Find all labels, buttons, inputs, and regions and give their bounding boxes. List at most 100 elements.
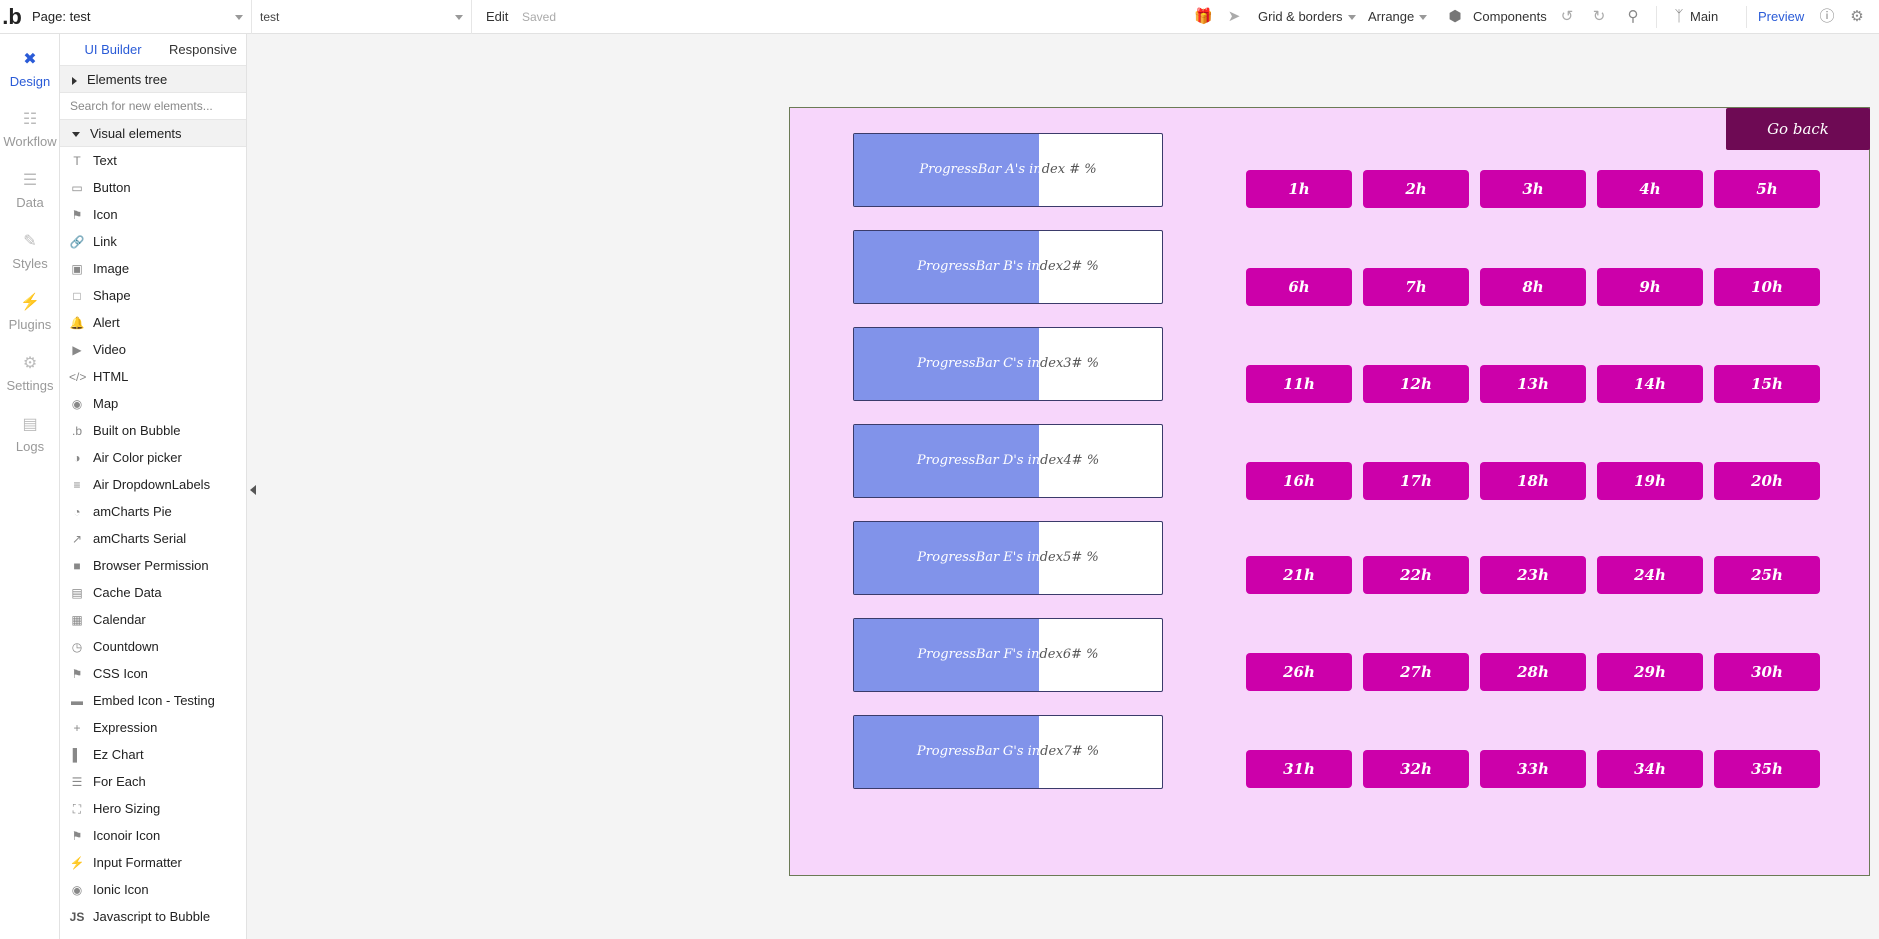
element-item-air-color-picker[interactable]: ◑Air Color picker — [60, 444, 246, 471]
hour-button-8h[interactable]: 8h — [1480, 268, 1586, 306]
search-icon[interactable]: ⚲ — [1627, 8, 1639, 25]
tab-responsive[interactable]: Responsive — [169, 42, 237, 57]
branch-selector[interactable]: Main — [1690, 9, 1719, 24]
page-selector[interactable]: Page: test — [24, 0, 252, 34]
element-item-ionic-icon[interactable]: ◉Ionic Icon — [60, 876, 246, 903]
progress-bar[interactable]: ProgressBar D's index4# % — [853, 424, 1163, 498]
element-item-image[interactable]: ▣Image — [60, 255, 246, 282]
redo-icon[interactable]: ↻ — [1592, 8, 1606, 25]
grid-borders-menu[interactable]: Grid & borders — [1258, 0, 1356, 34]
hour-button-31h[interactable]: 31h — [1246, 750, 1352, 788]
hour-button-27h[interactable]: 27h — [1363, 653, 1469, 691]
tab-ui-builder[interactable]: UI Builder — [84, 42, 142, 57]
hour-button-2h[interactable]: 2h — [1363, 170, 1469, 208]
rail-item-design[interactable]: ✖ Design — [0, 42, 60, 98]
hour-button-30h[interactable]: 30h — [1714, 653, 1820, 691]
element-item-ez-chart[interactable]: ▌Ez Chart — [60, 741, 246, 768]
element-item-for-each[interactable]: ☰For Each — [60, 768, 246, 795]
element-item-map[interactable]: ◉Map — [60, 390, 246, 417]
undo-icon[interactable]: ↺ — [1560, 8, 1574, 25]
hour-button-3h[interactable]: 3h — [1480, 170, 1586, 208]
element-item-html[interactable]: </>HTML — [60, 363, 246, 390]
help-icon[interactable]: ⓘ — [1819, 8, 1835, 25]
hour-button-21h[interactable]: 21h — [1246, 556, 1352, 594]
hour-button-5h[interactable]: 5h — [1714, 170, 1820, 208]
hour-button-13h[interactable]: 13h — [1480, 365, 1586, 403]
arrange-menu[interactable]: Arrange — [1368, 0, 1428, 34]
collapse-panel-icon[interactable] — [250, 485, 256, 495]
element-item-input-formatter[interactable]: ⚡Input Formatter — [60, 849, 246, 876]
element-item-browser-permission[interactable]: ■Browser Permission — [60, 552, 246, 579]
go-back-button[interactable]: Go back — [1726, 108, 1870, 150]
hour-button-15h[interactable]: 15h — [1714, 365, 1820, 403]
progress-bar[interactable]: ProgressBar F's index6# % — [853, 618, 1163, 692]
hour-button-35h[interactable]: 35h — [1714, 750, 1820, 788]
hour-button-19h[interactable]: 19h — [1597, 462, 1703, 500]
progress-bar[interactable]: ProgressBar E's index5# % — [853, 521, 1163, 595]
element-item-cache-data[interactable]: ▤Cache Data — [60, 579, 246, 606]
rail-item-settings[interactable]: ⚙ Settings — [0, 346, 60, 402]
rail-item-logs[interactable]: ▤ Logs — [0, 407, 60, 463]
element-item-icon[interactable]: ⚑Icon — [60, 201, 246, 228]
hour-button-18h[interactable]: 18h — [1480, 462, 1586, 500]
elements-tree-toggle[interactable]: Elements tree — [60, 66, 246, 93]
element-item-amcharts-pie[interactable]: ◔amCharts Pie — [60, 498, 246, 525]
hour-button-29h[interactable]: 29h — [1597, 653, 1703, 691]
hour-button-7h[interactable]: 7h — [1363, 268, 1469, 306]
element-search-input[interactable] — [60, 93, 246, 119]
progress-bar[interactable]: ProgressBar C's index3# % — [853, 327, 1163, 401]
element-item-link[interactable]: 🔗Link — [60, 228, 246, 255]
element-item-air-dropdownlabels[interactable]: ≡Air DropdownLabels — [60, 471, 246, 498]
hour-button-26h[interactable]: 26h — [1246, 653, 1352, 691]
hour-button-24h[interactable]: 24h — [1597, 556, 1703, 594]
element-item-alert[interactable]: 🔔Alert — [60, 309, 246, 336]
element-item-calendar[interactable]: ▦Calendar — [60, 606, 246, 633]
element-item-button[interactable]: ▭Button — [60, 174, 246, 201]
rail-item-plugins[interactable]: ⚡ Plugins — [0, 285, 60, 341]
hour-button-22h[interactable]: 22h — [1363, 556, 1469, 594]
hour-button-12h[interactable]: 12h — [1363, 365, 1469, 403]
hour-button-10h[interactable]: 10h — [1714, 268, 1820, 306]
progress-bar[interactable]: ProgressBar G's index7# % — [853, 715, 1163, 789]
bubble-logo-icon[interactable]: .b — [2, 4, 22, 29]
element-item-css-icon[interactable]: ⚑CSS Icon — [60, 660, 246, 687]
hour-button-6h[interactable]: 6h — [1246, 268, 1352, 306]
preview-button[interactable]: Preview — [1758, 9, 1805, 24]
hour-button-23h[interactable]: 23h — [1480, 556, 1586, 594]
rail-item-workflow[interactable]: ☷ Workflow — [0, 102, 60, 158]
element-item-hero-sizing[interactable]: ⛶Hero Sizing — [60, 795, 246, 822]
hour-button-16h[interactable]: 16h — [1246, 462, 1352, 500]
element-item-embed-icon-testing[interactable]: ▬Embed Icon - Testing — [60, 687, 246, 714]
element-item-video[interactable]: ▶Video — [60, 336, 246, 363]
element-item-amcharts-serial[interactable]: ↗amCharts Serial — [60, 525, 246, 552]
settings-gear-icon[interactable]: ⚙ — [1850, 8, 1864, 25]
hour-button-34h[interactable]: 34h — [1597, 750, 1703, 788]
hour-button-14h[interactable]: 14h — [1597, 365, 1703, 403]
progress-bar[interactable]: ProgressBar A's index # % — [853, 133, 1163, 207]
hour-button-20h[interactable]: 20h — [1714, 462, 1820, 500]
hour-button-28h[interactable]: 28h — [1480, 653, 1586, 691]
hour-button-33h[interactable]: 33h — [1480, 750, 1586, 788]
progress-bar[interactable]: ProgressBar B's index2# % — [853, 230, 1163, 304]
hour-button-11h[interactable]: 11h — [1246, 365, 1352, 403]
view-selector[interactable]: test — [252, 0, 472, 34]
page-canvas[interactable]: Go back ProgressBar A's index # % Progres… — [789, 107, 1870, 876]
hour-button-17h[interactable]: 17h — [1363, 462, 1469, 500]
visual-elements-toggle[interactable]: Visual elements — [60, 120, 246, 147]
gift-icon[interactable]: 🎁 — [1194, 8, 1213, 25]
hour-button-1h[interactable]: 1h — [1246, 170, 1352, 208]
hour-button-32h[interactable]: 32h — [1363, 750, 1469, 788]
element-item-countdown[interactable]: ◷Countdown — [60, 633, 246, 660]
element-item-iconoir-icon[interactable]: ⚑Iconoir Icon — [60, 822, 246, 849]
edit-button[interactable]: Edit — [486, 9, 509, 24]
hour-button-4h[interactable]: 4h — [1597, 170, 1703, 208]
hour-button-9h[interactable]: 9h — [1597, 268, 1703, 306]
rail-item-data[interactable]: ☰ Data — [0, 163, 60, 219]
components-button[interactable]: Components — [1473, 9, 1547, 24]
element-item-expression[interactable]: +Expression — [60, 714, 246, 741]
hour-button-25h[interactable]: 25h — [1714, 556, 1820, 594]
element-item-shape[interactable]: □Shape — [60, 282, 246, 309]
